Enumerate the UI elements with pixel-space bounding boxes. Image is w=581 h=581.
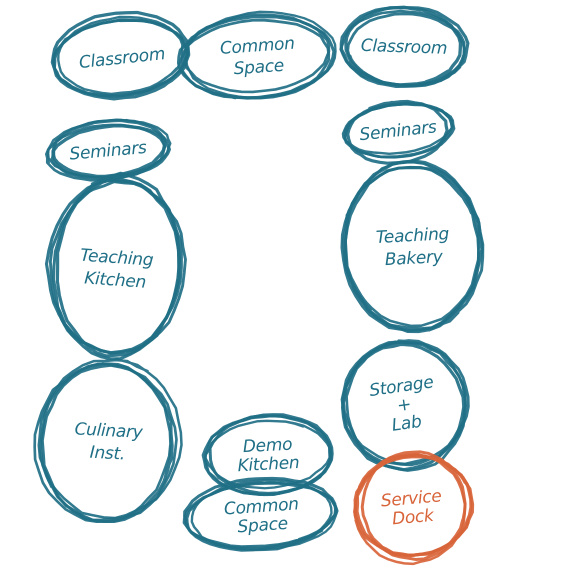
bubble-label-common-space-bottom-line-1: Space xyxy=(237,514,289,537)
bubble-outline-stroke xyxy=(344,6,470,88)
bubble-seminars-left: Seminars xyxy=(44,118,172,182)
bubble-label-storage-lab-line-2: Lab xyxy=(391,412,423,436)
bubble-outline-stroke xyxy=(183,13,331,94)
bubble-label-culinary-inst-line-0: Culinary xyxy=(74,419,144,443)
bubble-label-common-space-top-line-0: Common xyxy=(219,34,295,59)
bubble-label-classroom-left-line-0: Classroom xyxy=(78,44,166,73)
bubble-label-common-space-top-line-1: Space xyxy=(233,56,285,79)
bubble-outline-stroke xyxy=(176,15,336,100)
bubble-outline-stroke xyxy=(360,450,467,562)
bubble-outline-stroke xyxy=(44,178,183,355)
bubble-label-classroom-right-line-0: Classroom xyxy=(360,36,447,59)
bubble-outline-stroke xyxy=(208,413,334,495)
bubble-classroom-left: Classroom xyxy=(50,10,191,101)
bubble-seminars-right: Seminars xyxy=(341,99,456,165)
bubble-label-demo-kitchen-line-0: Demo xyxy=(242,435,292,458)
bubble-outline-stroke xyxy=(183,481,338,549)
bubble-outline-stroke xyxy=(50,124,171,180)
bubble-outline-stroke xyxy=(40,363,174,524)
bubble-outline-stroke xyxy=(190,478,333,551)
bubble-outline-stroke xyxy=(57,15,184,96)
bubble-label-demo-kitchen-line-1: Kitchen xyxy=(237,453,300,476)
bubble-outline-stroke xyxy=(51,118,167,179)
bubble-label-teaching-bakery-line-0: Teaching xyxy=(375,224,450,248)
bubble-label-storage-lab-line-1: + xyxy=(396,394,413,416)
bubble-outline-stroke xyxy=(52,18,190,98)
bubble-label-teaching-kitchen-line-1: Kitchen xyxy=(84,268,147,292)
bubble-classroom-right: Classroom xyxy=(339,5,470,89)
bubble-outline-stroke xyxy=(343,101,455,159)
bubble-outline-stroke xyxy=(342,341,467,466)
bubble-label-teaching-kitchen-line-0: Teaching xyxy=(79,246,154,271)
bubble-outline-stroke xyxy=(341,159,484,331)
bubble-label-culinary-inst-line-1: Inst. xyxy=(89,443,125,465)
bubble-outline-stroke xyxy=(55,171,181,358)
bubble-label-seminars-left-line-0: Seminars xyxy=(69,138,148,165)
bubble-label-seminars-right-line-0: Seminars xyxy=(359,117,438,145)
bubble-outline-stroke xyxy=(50,10,191,101)
bubble-outline-stroke xyxy=(355,453,473,558)
bubble-label-service-dock-line-1: Dock xyxy=(391,506,436,530)
bubble-outline-stroke xyxy=(353,453,467,566)
bubble-label-teaching-bakery-line-1: Bakery xyxy=(384,247,444,270)
bubble-outline-stroke xyxy=(37,357,183,520)
